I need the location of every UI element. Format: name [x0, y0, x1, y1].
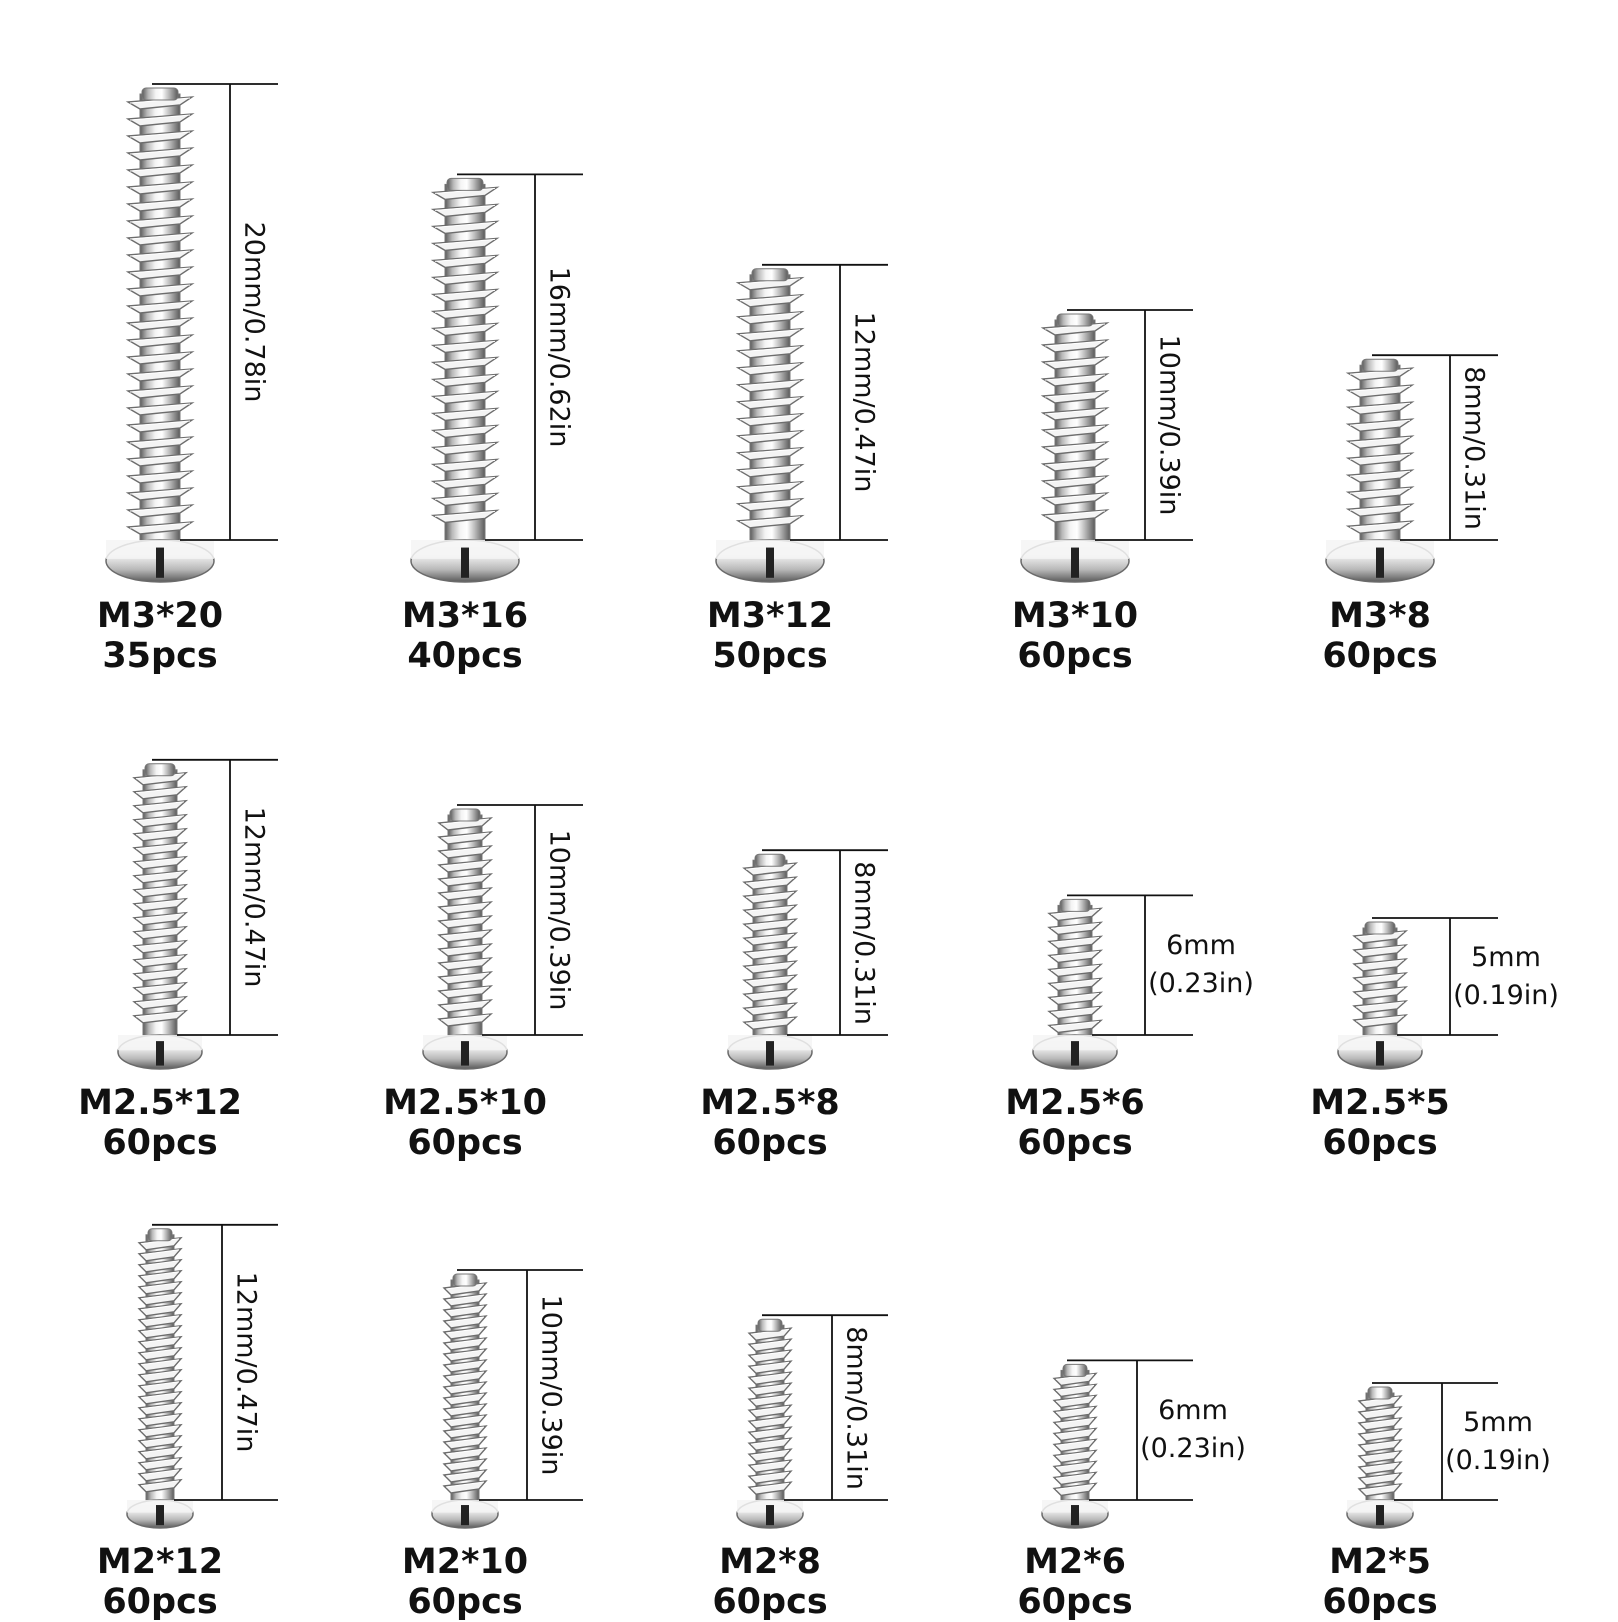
dimension-label: 6mm (0.23in)	[1148, 927, 1254, 1003]
screw-quantity: 40pcs	[407, 636, 523, 676]
dimension-label: 5mm (0.19in)	[1445, 1404, 1551, 1480]
screw-size: M2*10	[401, 1542, 529, 1582]
screw-quantity: 50pcs	[712, 636, 828, 676]
screw-quantity: 60pcs	[1017, 1123, 1133, 1163]
screw-quantity: 60pcs	[102, 1123, 218, 1163]
screw-size: M3*10	[1011, 596, 1139, 636]
dimension-inch: (0.19in)	[1445, 1444, 1551, 1476]
dimension-mm: 6mm	[1166, 930, 1236, 962]
screw-quantity: 60pcs	[102, 1582, 218, 1622]
screw-size: M3*20	[96, 596, 224, 636]
screw-quantity: 60pcs	[407, 1582, 523, 1622]
screw-quantity: 60pcs	[1017, 1582, 1133, 1622]
screw-size: M2*12	[96, 1542, 224, 1582]
screw-size: M2.5*5	[1310, 1083, 1450, 1123]
screw-size: M2.5*6	[1005, 1083, 1145, 1123]
dimension-label: 5mm (0.19in)	[1453, 939, 1559, 1015]
screw-size: M2.5*10	[383, 1083, 547, 1123]
screw-size: M3*8	[1329, 596, 1431, 636]
screw-size: M3*12	[706, 596, 834, 636]
dimension-mm: 5mm	[1463, 1406, 1533, 1438]
screw-size: M2.5*8	[700, 1083, 840, 1123]
screw-quantity: 60pcs	[1322, 1582, 1438, 1622]
dimension-inch: (0.23in)	[1148, 968, 1254, 1000]
screw-quantity: 60pcs	[712, 1123, 828, 1163]
screw-quantity: 35pcs	[102, 636, 218, 676]
screw-size: M2*6	[1024, 1542, 1126, 1582]
screw-size: M2.5*12	[78, 1083, 242, 1123]
dimension-label: 6mm (0.23in)	[1140, 1392, 1246, 1468]
dimension-inch: (0.23in)	[1140, 1433, 1246, 1465]
screw-quantity: 60pcs	[407, 1123, 523, 1163]
screw-quantity: 60pcs	[712, 1582, 828, 1622]
dimension-mm: 6mm	[1158, 1395, 1228, 1427]
screw-quantity: 60pcs	[1322, 636, 1438, 676]
screw-quantity: 60pcs	[1322, 1123, 1438, 1163]
screw-size: M2*5	[1329, 1542, 1431, 1582]
dimension-mm: 5mm	[1471, 941, 1541, 973]
dimension-inch: (0.19in)	[1453, 979, 1559, 1011]
screw-quantity: 60pcs	[1017, 636, 1133, 676]
screw-size: M2*8	[719, 1542, 821, 1582]
screw-size: M3*16	[401, 596, 529, 636]
